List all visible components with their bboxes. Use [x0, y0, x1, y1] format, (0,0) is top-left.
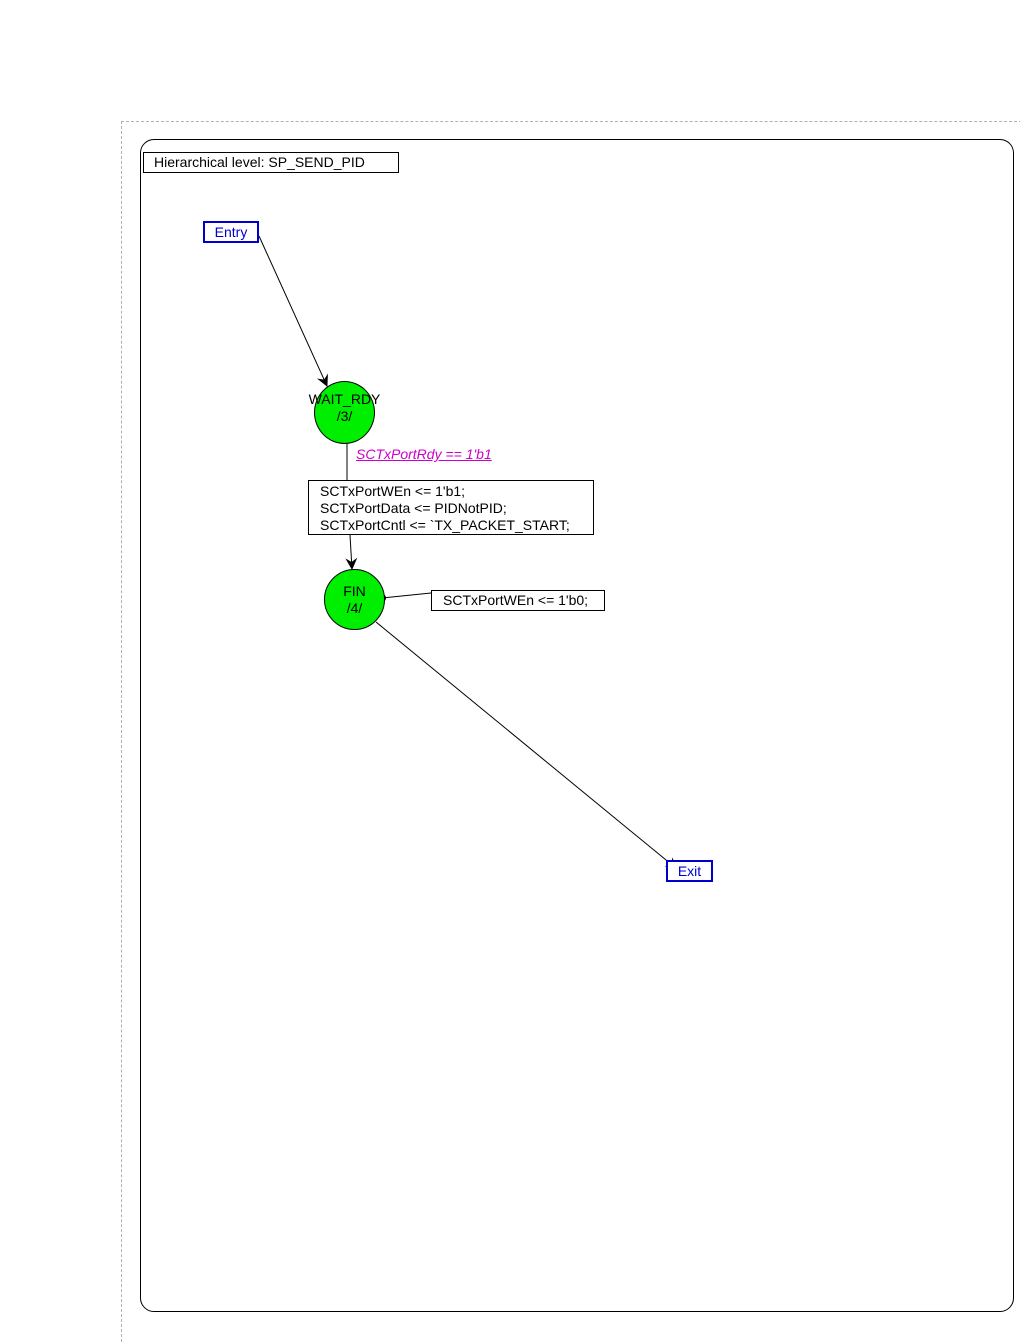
transition-action-line: SCTxPortData <= PIDNotPID;: [320, 500, 507, 516]
edge-entry-to-wait: [258, 235, 328, 387]
transition-action-box[interactable]: SCTxPortWEn <= 1'b1; SCTxPortData <= PID…: [308, 480, 594, 535]
state-name: WAIT_RDY: [308, 391, 381, 407]
transition-action-line: SCTxPortWEn <= 1'b1;: [320, 483, 466, 499]
state-fin[interactable]: FIN /4/: [324, 569, 385, 630]
state-code: /4/: [346, 600, 363, 616]
transition-condition[interactable]: SCTxPortRdy == 1'b1: [356, 446, 492, 462]
exit-port[interactable]: Exit: [666, 860, 713, 882]
edge-actions-to-fin: [345, 534, 358, 570]
state-wait-rdy[interactable]: WAIT_RDY /3/: [309, 381, 380, 444]
state-action-box[interactable]: SCTxPortWEn <= 1'b0;: [431, 590, 605, 611]
page-border: [121, 121, 1020, 1342]
edge-fin-to-action: [381, 592, 432, 599]
state-code: /3/: [336, 408, 353, 424]
transition-action-line: SCTxPortCntl <= `TX_PACKET_START;: [320, 517, 570, 533]
edge-fin-to-exit: [375, 621, 678, 870]
hierarchy-label: Hierarchical level: SP_SEND_PID: [143, 152, 399, 173]
diagram-frame: [140, 139, 1014, 1312]
entry-port[interactable]: Entry: [203, 221, 259, 243]
state-name: FIN: [343, 583, 366, 599]
